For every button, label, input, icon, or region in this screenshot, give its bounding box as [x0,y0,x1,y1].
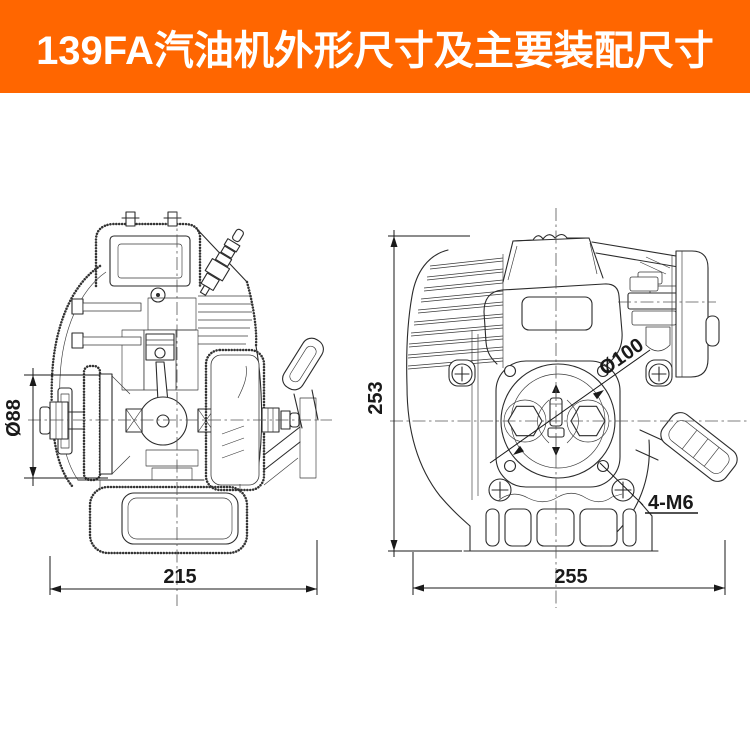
cooling-fins-front [407,254,504,370]
spark-plug [199,228,244,296]
dim-label-253: 253 [365,381,387,414]
page-title: 139FA汽油机外形尺寸及主要装配尺寸 [36,28,714,73]
dim-label-dia88: Ø88 [3,399,25,437]
dim-dia88: Ø88 [3,368,108,486]
cooling-fins-side [198,295,252,345]
dim-253: 253 [365,230,470,557]
mounting-flange [495,360,621,488]
dim-label-255: 255 [554,566,587,588]
starter-cup [675,250,709,378]
dim-215: 215 [49,540,318,595]
dim-label-215: 215 [163,566,196,588]
grip-handle [660,412,738,482]
bearing-left [125,408,143,433]
side-section-view [39,211,324,555]
carburetor-assembly [627,276,679,352]
dimensions: Ø88 215 253 [3,230,726,595]
dim-255: 255 [412,540,726,595]
centerlines [28,208,748,608]
mounting-base [463,492,659,552]
starter-handle [282,337,324,391]
shroud-label-plate [521,296,593,331]
dim-label-4m6: 4-M6 [648,492,694,514]
shroud-screws [448,359,673,502]
dim-4m6: 4-M6 [599,462,698,514]
header-banner: 139FA汽油机外形尺寸及主要装配尺寸 [0,0,750,93]
